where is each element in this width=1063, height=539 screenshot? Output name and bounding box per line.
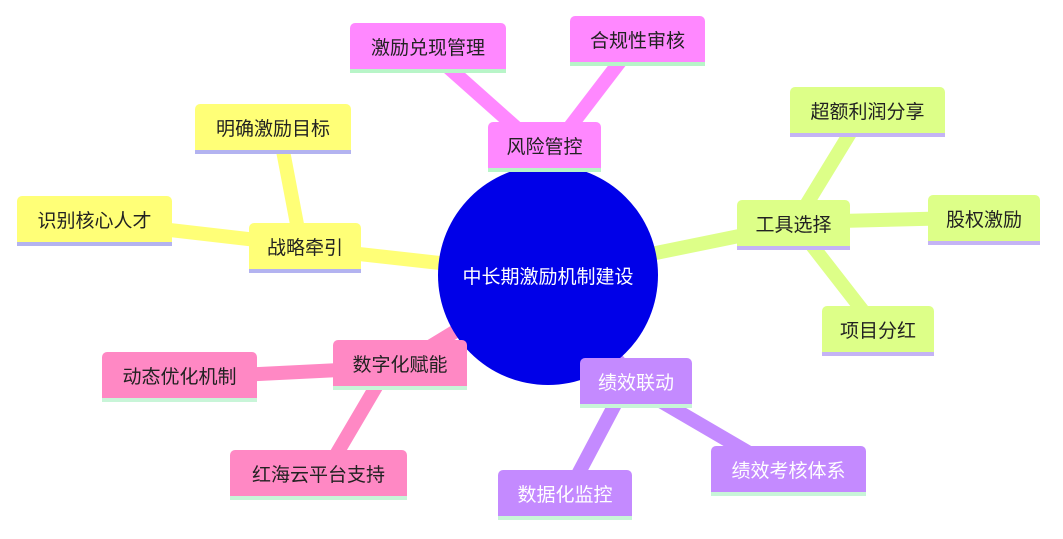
leaf-node[interactable]: 合规性审核 xyxy=(570,16,705,66)
leaf-node[interactable]: 红海云平台支持 xyxy=(230,450,407,500)
branch-node-performance[interactable]: 绩效联动 xyxy=(580,358,692,408)
leaf-node[interactable]: 股权激励 xyxy=(928,195,1040,245)
root-node[interactable]: 中长期激励机制建设 xyxy=(438,165,658,385)
root-label: 中长期激励机制建设 xyxy=(462,265,634,288)
leaf-node[interactable]: 绩效考核体系 xyxy=(711,446,866,496)
leaf-node[interactable]: 超额利润分享 xyxy=(790,87,945,137)
branch-node-strategy[interactable]: 战略牵引 xyxy=(249,223,361,273)
branch-node-risk[interactable]: 风险管控 xyxy=(488,122,601,172)
leaf-node[interactable]: 激励兑现管理 xyxy=(350,23,506,73)
leaf-node[interactable]: 动态优化机制 xyxy=(102,352,257,402)
connector xyxy=(568,388,627,487)
leaf-node[interactable]: 明确激励目标 xyxy=(195,104,351,154)
leaf-node[interactable]: 数据化监控 xyxy=(498,470,632,520)
branch-node-tools[interactable]: 工具选择 xyxy=(737,200,850,250)
branch-node-digital[interactable]: 数字化赋能 xyxy=(333,340,467,390)
leaf-node[interactable]: 项目分红 xyxy=(822,306,934,356)
leaf-node[interactable]: 识别核心人才 xyxy=(17,196,172,246)
